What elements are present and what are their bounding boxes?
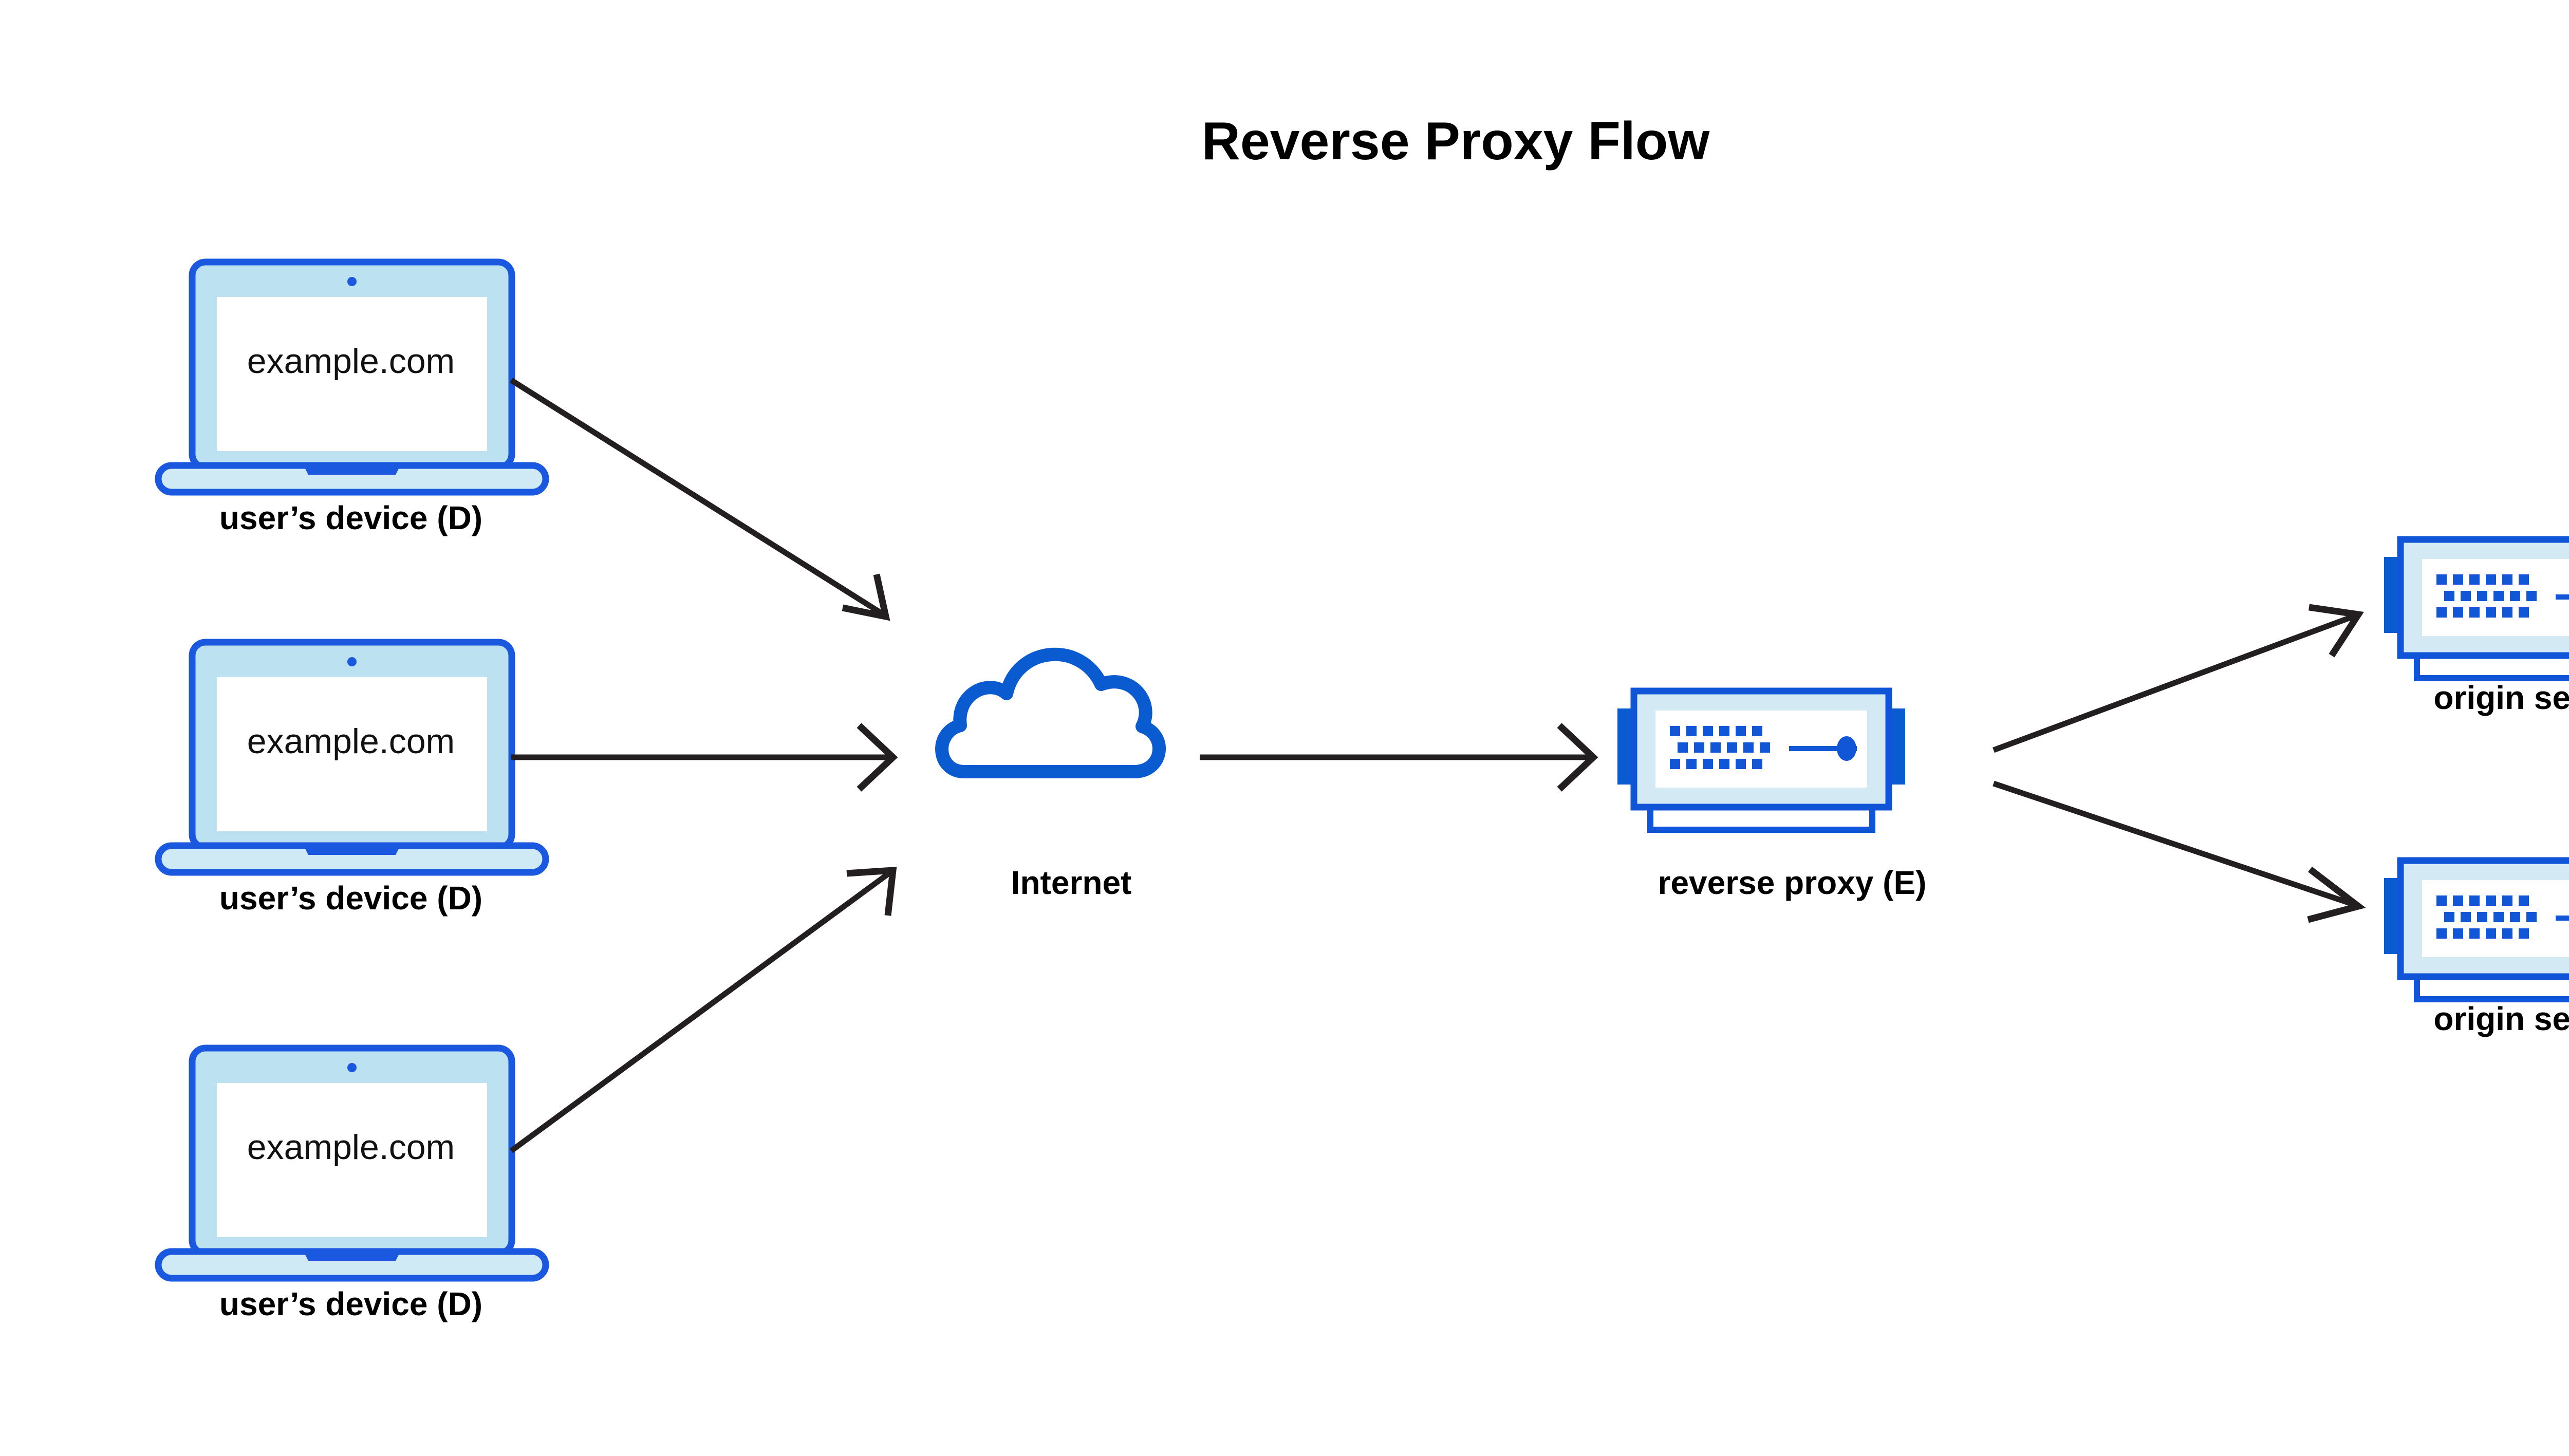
node-origin-2[interactable]: origin server (F) <box>2384 861 2569 1037</box>
client-screen-text: example.com <box>247 722 455 761</box>
arrow-icon <box>2307 866 2366 923</box>
node-label-client-1: user’s device (D) <box>219 499 482 536</box>
edge-internet-proxy <box>1200 723 1598 792</box>
node-label-client-3: user’s device (D) <box>219 1285 482 1322</box>
arrow-icon <box>2309 604 2364 658</box>
arrow-icon <box>857 723 898 792</box>
node-reverse-proxy[interactable]: reverse proxy (E) <box>1617 691 1926 901</box>
arrow-icon <box>842 573 890 621</box>
arrow-icon <box>1557 723 1598 792</box>
server-icon <box>1617 691 1905 830</box>
arrow-icon <box>846 866 897 916</box>
node-client-2[interactable]: example.com user’s device (D) <box>158 642 546 917</box>
node-label-origin-1: origin server (F) <box>2433 679 2569 716</box>
node-client-3[interactable]: example.com user’s device (D) <box>158 1048 546 1322</box>
edge-client1-internet <box>510 378 890 621</box>
node-internet[interactable]: Internet <box>942 655 1159 901</box>
node-label-internet: Internet <box>1011 864 1132 901</box>
client-screen-text: example.com <box>247 1128 455 1167</box>
node-label-origin-2: origin server (F) <box>2433 1000 2569 1037</box>
edge-proxy-origin1 <box>1993 604 2364 753</box>
edge-proxy-origin2 <box>1993 780 2366 923</box>
edge-client2-internet <box>511 723 898 792</box>
server-icon <box>2384 539 2569 678</box>
client-screen-text: example.com <box>247 342 455 381</box>
node-label-reverse-proxy: reverse proxy (E) <box>1658 864 1927 901</box>
node-label-client-2: user’s device (D) <box>219 880 482 917</box>
node-client-1[interactable]: example.com user’s device (D) <box>158 262 546 536</box>
edge-client3-internet <box>509 866 897 1153</box>
server-icon <box>2384 861 2569 999</box>
node-origin-1[interactable]: origin server (F) <box>2384 539 2569 716</box>
page-title: Reverse Proxy Flow <box>1202 111 1710 171</box>
